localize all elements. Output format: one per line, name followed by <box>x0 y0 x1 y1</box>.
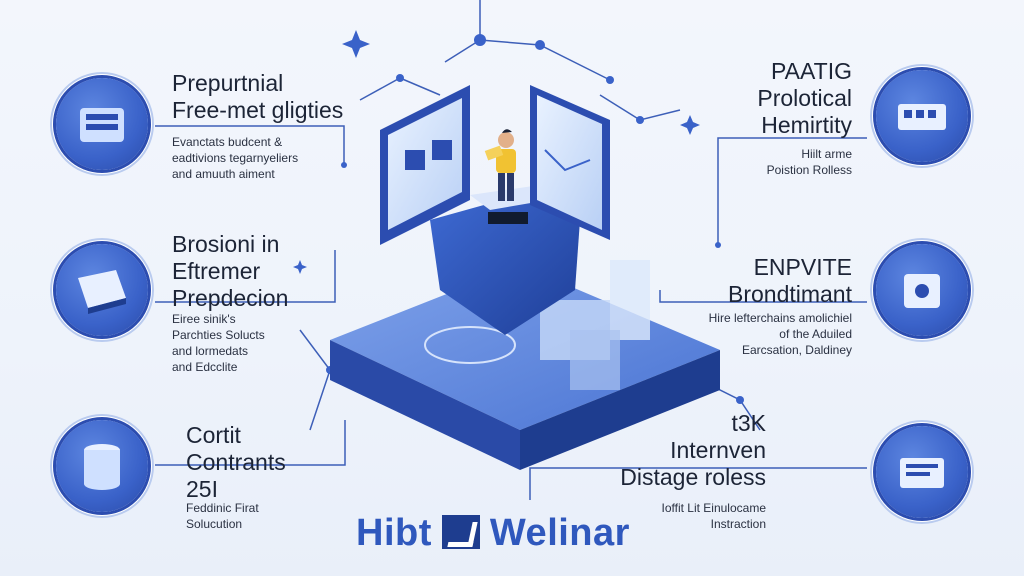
brand-logo-icon <box>441 515 480 549</box>
monitor-left-icon <box>380 85 470 245</box>
right-node-1[interactable] <box>870 64 974 168</box>
left-node-1[interactable] <box>50 72 154 176</box>
book-icon <box>56 244 148 336</box>
brand-title: Hibt Welinar <box>356 512 630 555</box>
server-rack-icon <box>56 78 148 170</box>
left-node-2[interactable] <box>50 238 154 342</box>
brand-right-word: Welinar <box>489 512 630 554</box>
network-device-icon <box>876 70 968 162</box>
sparkle-icons <box>293 30 700 274</box>
database-icon <box>56 420 148 512</box>
monitor-right-icon <box>530 85 610 240</box>
shield-icon <box>430 195 580 335</box>
right-node-3[interactable] <box>870 420 974 524</box>
left-node-3[interactable] <box>50 414 154 518</box>
person-figure <box>484 129 516 201</box>
right-node-2[interactable] <box>870 238 974 342</box>
brand-left-word: Hibt <box>356 512 432 554</box>
isometric-platform <box>330 260 720 470</box>
left-1-desc: Evanctats budcent &eadtivions tegarnyeli… <box>172 135 299 181</box>
terminal-icon <box>876 426 968 518</box>
security-device-icon <box>876 244 968 336</box>
